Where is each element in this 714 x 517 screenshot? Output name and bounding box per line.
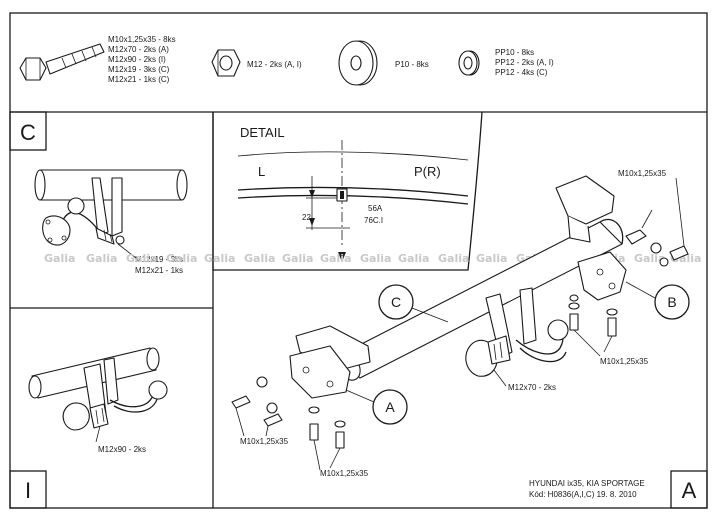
washer-pp-line: PP10 - 8ks: [495, 48, 534, 57]
detail-right-label: P(R): [414, 164, 441, 179]
watermark: Galia: [360, 252, 391, 265]
title-code: Kód: H0836(A,I,C) 19. 8. 2010: [529, 490, 637, 499]
washer-p-label: P10 - 8ks: [395, 60, 429, 69]
variant-i-drawing: [28, 347, 168, 443]
variant-a-letter-box: [670, 470, 708, 509]
bolt-list-line: M12x70 - 2ks (A): [108, 45, 169, 54]
title-model: HYUNDAI ix35, KIA SPORTAGE: [529, 479, 645, 488]
watermark: Galia: [398, 252, 429, 265]
detail-title: DETAIL: [240, 125, 285, 140]
washer-pp-line: PP12 - 2ks (A, I): [495, 58, 554, 67]
nut-label: M12 - 2ks (A, I): [247, 60, 302, 69]
callout-letter: B: [667, 294, 676, 310]
bolt-icon: [19, 43, 105, 81]
callout-b: B: [625, 281, 690, 320]
watermark: Galia: [244, 252, 275, 265]
bolt-list-line: M12x21 - 1ks (C): [108, 75, 170, 84]
bolt-label-ball: M12x70 - 2ks: [508, 383, 556, 392]
variant-i-letter: I: [25, 478, 31, 503]
variant-a-letter: A: [682, 478, 697, 503]
watermark: Galia: [282, 252, 313, 265]
main-assembly-drawing: [231, 175, 689, 471]
nut-icon: [211, 49, 241, 77]
washer-pp-icon: [458, 50, 480, 76]
watermark: Galia: [476, 252, 507, 265]
bolt-label-b: M10x1,25x35: [600, 357, 649, 366]
watermark: Galia: [86, 252, 117, 265]
detail-frame: [212, 111, 483, 271]
variant-c-drawing: [34, 169, 188, 259]
variant-c-bolt-label: M12x21 - 1ks: [135, 266, 183, 275]
bolt-list-line: M12x19 - 3ks (C): [108, 65, 170, 74]
bolt-label-top-right: M10x1,25x35: [618, 169, 667, 178]
watermark: Galia: [126, 252, 157, 265]
outer-frame: [9, 12, 708, 509]
watermark: Galia: [634, 252, 665, 265]
detail-code: 76C.I: [364, 216, 383, 225]
variant-c-letter-box: [9, 111, 47, 151]
bolt-label-a-bottom: M10x1,25x35: [320, 469, 369, 478]
callout-a: A: [345, 389, 408, 425]
detail-left-label: L: [258, 164, 265, 179]
variant-i-letter-box: [9, 470, 47, 509]
watermark: Galia: [204, 252, 235, 265]
watermark: Galia: [438, 252, 469, 265]
watermark: Galia: [44, 252, 75, 265]
callout-letter: A: [385, 399, 395, 415]
washer-p-icon: [338, 40, 378, 86]
bolt-list: M10x1,25x35 - 8ks M12x70 - 2ks (A) M12x9…: [108, 35, 176, 84]
washer-pp-list: PP10 - 8ks PP12 - 2ks (A, I) PP12 - 4ks …: [495, 48, 554, 77]
bolt-label-a-left: M10x1,25x35: [240, 437, 289, 446]
variant-c-bolt-labels: M12x19 - 3ks M12x21 - 1ks: [135, 255, 183, 275]
variant-c-bolt-label: M12x19 - 3ks: [135, 255, 183, 264]
washer-pp-line: PP12 - 4ks (C): [495, 68, 548, 77]
variant-c-letter: C: [20, 120, 36, 145]
detail-tube-section: [237, 140, 469, 262]
watermark: Galia: [320, 252, 351, 265]
variant-i-bolt-label: M12x90 - 2ks: [98, 445, 146, 454]
detail-dimension: 22: [302, 213, 311, 222]
bolt-list-line: M12x90 - 2ks (I): [108, 55, 166, 64]
callout-letter: C: [391, 294, 401, 310]
bolt-list-line: M10x1,25x35 - 8ks: [108, 35, 176, 44]
watermark: Galia: [166, 252, 197, 265]
callout-c: C: [378, 284, 449, 323]
detail-code: 56A: [368, 204, 383, 213]
